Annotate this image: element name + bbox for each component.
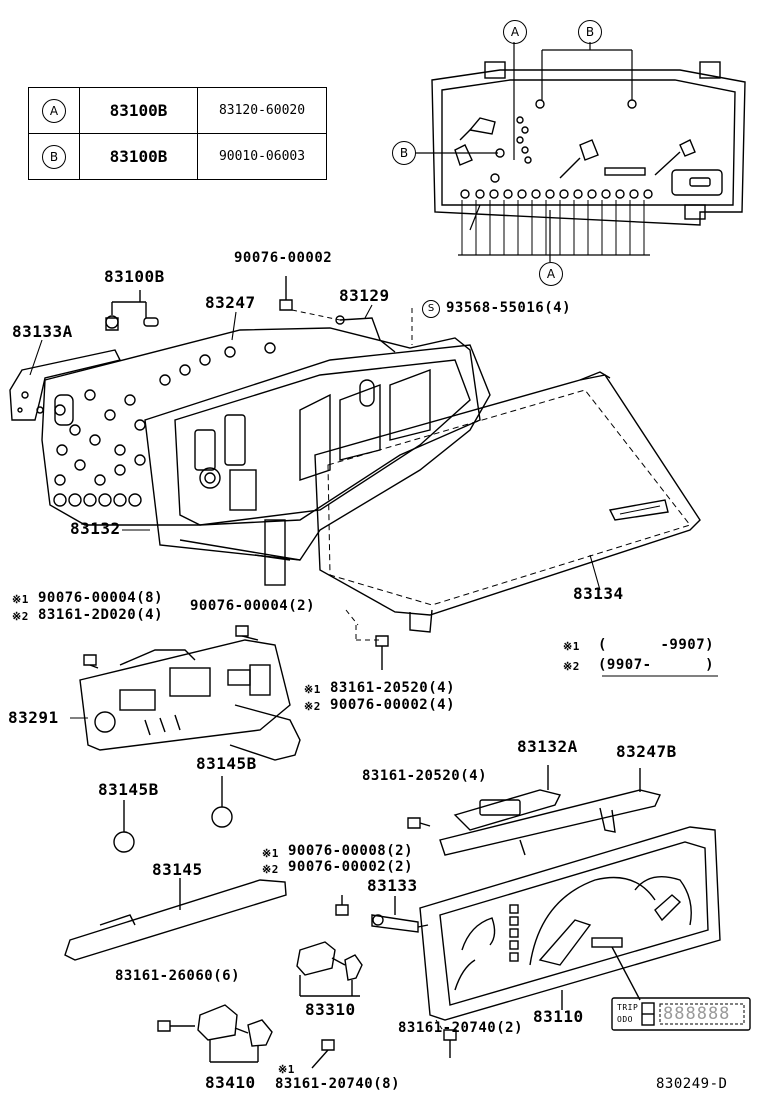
marker-note-2: ※2 bbox=[12, 610, 29, 623]
part-83133A-plate bbox=[9, 349, 122, 421]
screws-bottom bbox=[157, 817, 457, 1069]
callout-marker-a: A bbox=[42, 98, 66, 123]
label-90076-00002: 90076-00002 bbox=[234, 250, 333, 266]
note-range-2: (9907- ) bbox=[598, 657, 715, 673]
marker-note-2: ※2 bbox=[304, 700, 321, 713]
marker-note-1: ※1 bbox=[563, 640, 580, 653]
table-cell-part: 83100B bbox=[79, 87, 198, 134]
label-83247B: 83247B bbox=[616, 742, 677, 761]
callout-top-a: A bbox=[503, 20, 527, 44]
marker-note-1: ※1 bbox=[304, 683, 321, 696]
table-cell-part: 83100B bbox=[79, 133, 198, 180]
label-83161-2D020: 83161-2D020(4) bbox=[38, 607, 164, 623]
label-83100B: 83100B bbox=[104, 267, 165, 286]
lcd-odo-label: ODO bbox=[617, 1015, 633, 1024]
part-83310-switch bbox=[296, 941, 363, 997]
callout-top-b: B bbox=[578, 20, 602, 44]
label-83145: 83145 bbox=[152, 860, 203, 879]
label-83134: 83134 bbox=[573, 584, 624, 603]
callout-bottom-a: A bbox=[539, 262, 563, 286]
part-83134-lens bbox=[314, 371, 701, 633]
label-83129: 83129 bbox=[339, 286, 390, 305]
note-range-1: ( -9907) bbox=[598, 637, 715, 653]
lcd-trip-label: TRIP bbox=[617, 1003, 639, 1012]
part-83100B-bulb bbox=[105, 290, 159, 331]
label-83310: 83310 bbox=[305, 1000, 356, 1019]
table-row: B 83100B 90010-06003 bbox=[28, 133, 327, 180]
marker-note-2: ※2 bbox=[262, 863, 279, 876]
label-83133: 83133 bbox=[367, 876, 418, 895]
label-83132A: 83132A bbox=[517, 737, 578, 756]
part-83145B-knobs bbox=[113, 776, 233, 853]
detail-cluster-face bbox=[431, 61, 746, 256]
label-93568-55016: 93568-55016(4) bbox=[446, 300, 572, 316]
marker-note-1: ※1 bbox=[262, 847, 279, 860]
marker-note-2: ※2 bbox=[563, 660, 580, 673]
odometer-lcd-inset bbox=[611, 997, 751, 1031]
reference-table: A 83100B 83120-60020 B 83100B 90010-0600… bbox=[28, 87, 327, 180]
label-90076-00002-2: 90076-00002(2) bbox=[288, 859, 414, 875]
part-83110-face bbox=[419, 826, 721, 1021]
diagram-id: 830249-D bbox=[656, 1076, 728, 1092]
table-cell-subpart: 83120-60020 bbox=[197, 87, 327, 134]
s-marker-icon: S bbox=[422, 300, 440, 318]
label-90076-00004-8: 90076-00004(8) bbox=[38, 590, 164, 606]
label-83410: 83410 bbox=[205, 1073, 256, 1092]
marker-note-1: ※1 bbox=[12, 593, 29, 606]
label-83247: 83247 bbox=[205, 293, 256, 312]
screws-mid bbox=[235, 609, 389, 670]
label-83145B: 83145B bbox=[196, 754, 257, 773]
label-90076-00002-4: 90076-00002(4) bbox=[330, 697, 456, 713]
label-leaders bbox=[29, 304, 718, 719]
part-83145-plate bbox=[64, 878, 287, 961]
part-83410-switch bbox=[197, 1004, 273, 1063]
part-83132-case bbox=[144, 344, 491, 586]
label-83161-20740-8: 83161-20740(8) bbox=[275, 1076, 401, 1092]
label-83110: 83110 bbox=[533, 1007, 584, 1026]
label-83145B: 83145B bbox=[98, 780, 159, 799]
callout-marker-b: B bbox=[42, 144, 66, 169]
marker-note-1: ※1 bbox=[278, 1063, 295, 1076]
label-83291: 83291 bbox=[8, 708, 59, 727]
callout-leaders bbox=[416, 42, 633, 262]
label-83133A: 83133A bbox=[12, 322, 73, 341]
screws-top bbox=[279, 276, 413, 345]
label-83161-20520: 83161-20520(4) bbox=[362, 768, 488, 784]
part-83129-wire bbox=[335, 315, 396, 353]
lcd-digits: 888888 bbox=[663, 1004, 731, 1024]
label-90076-00004-2: 90076-00004(2) bbox=[190, 598, 316, 614]
part-83133-clip bbox=[371, 896, 429, 933]
part-83132A-83247B bbox=[439, 765, 661, 856]
table-cell-subpart: 90010-06003 bbox=[197, 133, 327, 180]
part-83247-circuit bbox=[41, 327, 481, 526]
label-83161-20740-2: 83161-20740(2) bbox=[398, 1020, 524, 1036]
label-83132: 83132 bbox=[70, 519, 121, 538]
callout-left-b: B bbox=[392, 141, 416, 165]
label-83161-20520-4: 83161-20520(4) bbox=[330, 680, 456, 696]
label-83161-26060: 83161-26060(6) bbox=[115, 968, 241, 984]
part-83291-board bbox=[79, 639, 301, 761]
label-90076-00008: 90076-00008(2) bbox=[288, 843, 414, 859]
table-row: A 83100B 83120-60020 bbox=[28, 87, 327, 134]
